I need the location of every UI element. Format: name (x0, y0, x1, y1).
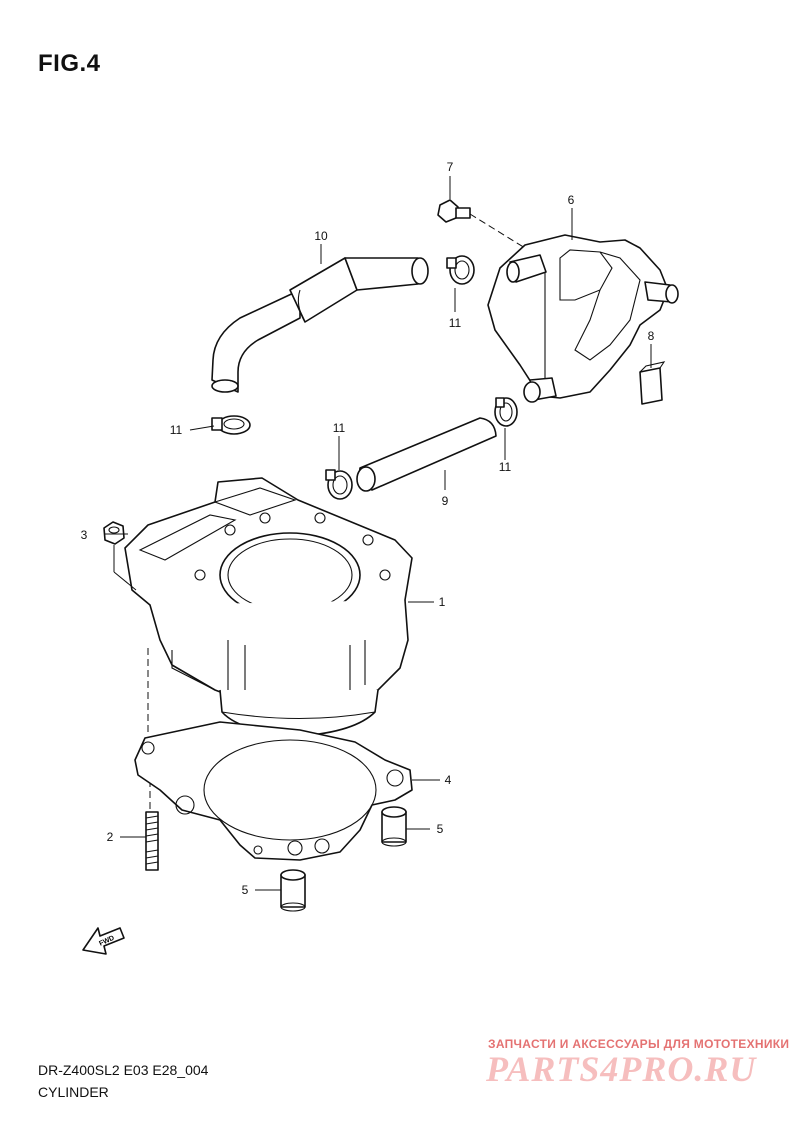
leader-lines (104, 176, 652, 891)
watermark-caption: ЗАПЧАСТИ И АКСЕССУАРЫ ДЛЯ МОТОТЕХНИКИ (488, 1037, 790, 1051)
part-3-nut[interactable] (103, 521, 137, 591)
part-11-clamp-b[interactable] (446, 255, 475, 285)
part-5-dowel-a[interactable] (381, 806, 407, 847)
callout-6: 6 (568, 193, 575, 207)
callout-1: 1 (439, 595, 446, 609)
section-name: CYLINDER (38, 1084, 109, 1100)
figure-title: FIG.4 (38, 50, 101, 77)
callout-9: 9 (442, 494, 449, 508)
forward-arrow-icon: FWD (82, 927, 125, 955)
callout-10: 10 (314, 229, 328, 243)
part-5-dowel-b[interactable] (280, 869, 306, 912)
model-code: DR-Z400SL2 E03 E28_004 (38, 1062, 209, 1078)
callout-3: 3 (81, 528, 88, 542)
callout-11-a: 11 (170, 423, 183, 437)
part-8-pad[interactable] (639, 361, 666, 405)
part-7-bolt[interactable] (437, 199, 526, 249)
part-2-stud[interactable] (145, 811, 159, 871)
part-6-housing[interactable] (487, 234, 679, 403)
callout-7: 7 (447, 160, 454, 174)
watermark-logo: PARTS4PRO.RU (486, 1049, 757, 1089)
part-10-hose[interactable] (211, 257, 429, 393)
callout-11-d: 11 (333, 421, 346, 435)
part-11-clamp-d[interactable] (325, 469, 353, 500)
part-1-cylinder[interactable] (124, 477, 413, 737)
callout-5-a: 5 (437, 822, 444, 836)
part-11-clamp-a[interactable] (211, 415, 251, 435)
callout-4: 4 (445, 773, 452, 787)
part-9-hose[interactable] (356, 417, 497, 492)
callout-2: 2 (107, 830, 114, 844)
part-11-clamp-c[interactable] (494, 397, 518, 427)
part-4-gasket[interactable] (134, 721, 413, 861)
callout-5-b: 5 (242, 883, 249, 897)
callout-11-c: 11 (499, 460, 512, 474)
callout-11-b: 11 (449, 316, 462, 330)
callout-8: 8 (648, 329, 655, 343)
